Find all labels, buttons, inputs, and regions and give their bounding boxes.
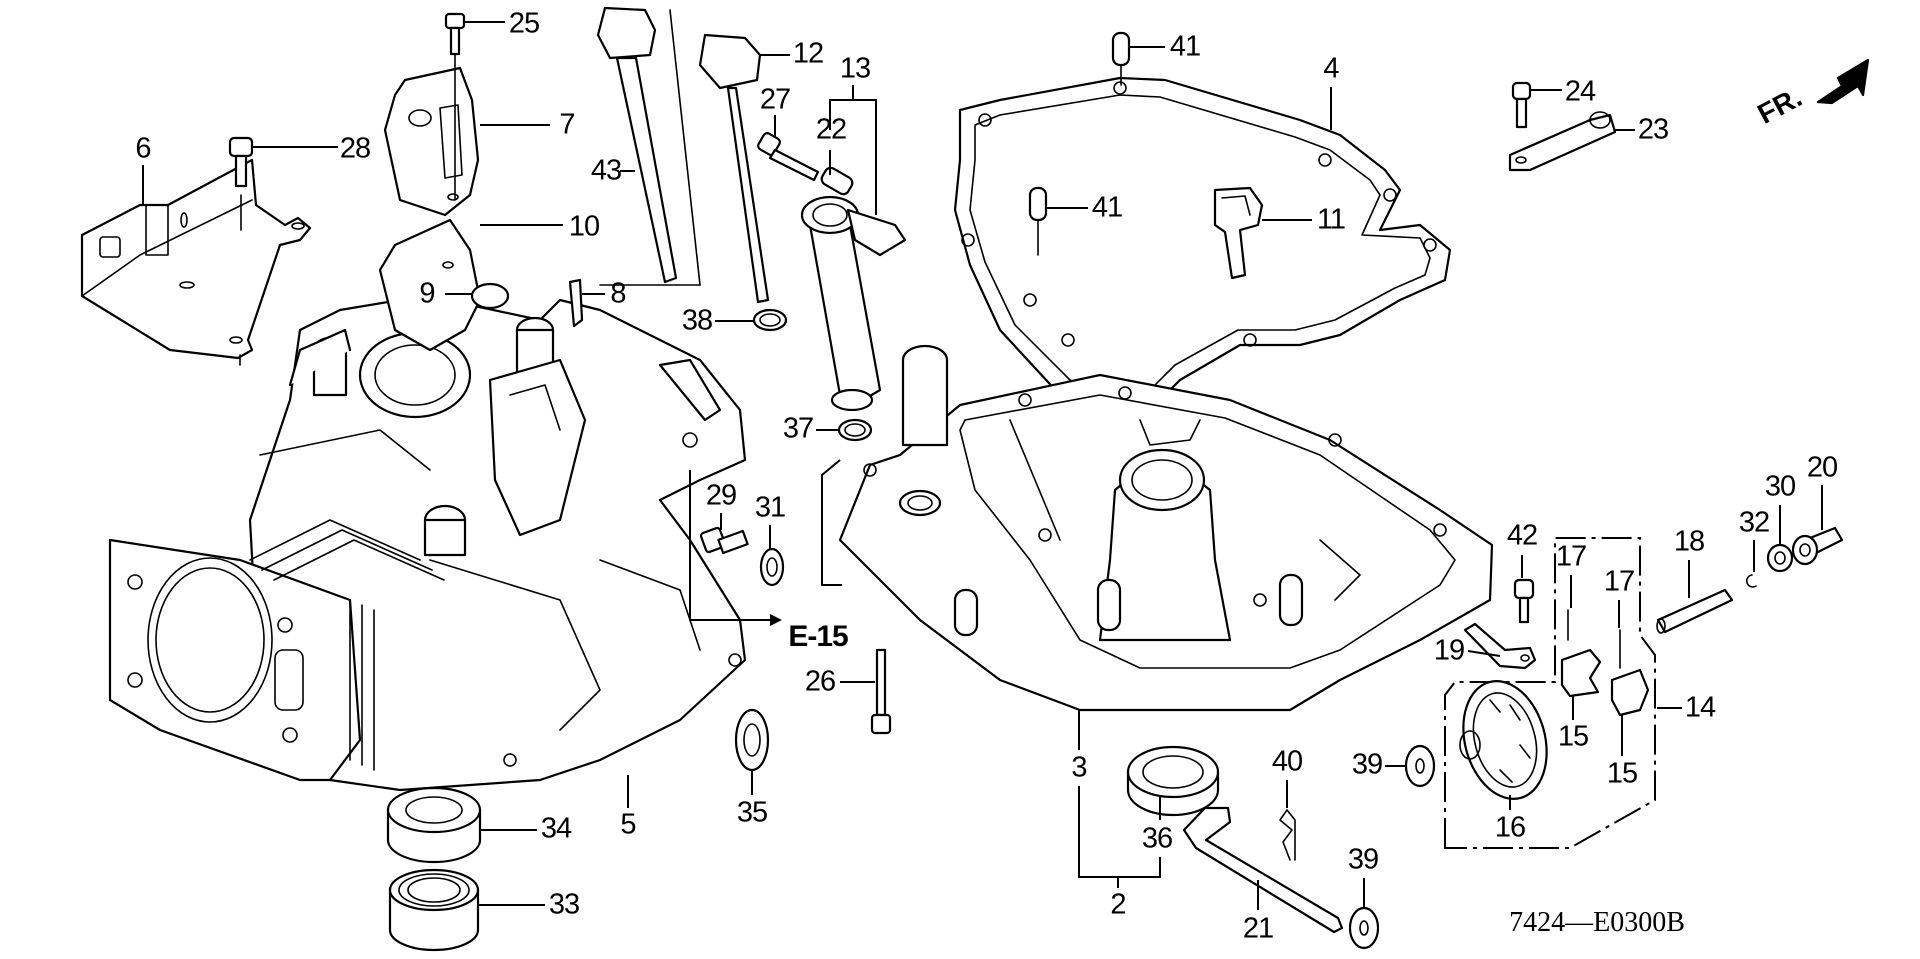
clip <box>568 278 584 328</box>
callout-5[interactable]: 5 <box>620 808 636 841</box>
drain-plug <box>699 526 749 555</box>
callout-12[interactable]: 12 <box>792 37 824 70</box>
callout-13[interactable]: 13 <box>839 52 871 85</box>
crankcase-cover <box>838 344 1494 712</box>
callout-32[interactable]: 32 <box>1738 506 1770 539</box>
callout-24[interactable]: 24 <box>1564 75 1596 108</box>
callout-29[interactable]: 29 <box>705 479 737 512</box>
lever <box>1508 111 1617 172</box>
callout-38[interactable]: 38 <box>681 304 713 337</box>
washer-39 <box>1404 744 1436 788</box>
washer-30 <box>1766 543 1794 573</box>
governor-arm-shaft <box>1182 806 1344 934</box>
callout-35[interactable]: 35 <box>736 796 768 829</box>
callout-15a[interactable]: 15 <box>1557 720 1589 753</box>
ball-bearing-33 <box>388 868 480 952</box>
callout-16[interactable]: 16 <box>1494 811 1526 844</box>
callout-15b[interactable]: 15 <box>1606 757 1638 790</box>
drain-washer <box>759 547 785 587</box>
governor-assembly <box>1444 537 1656 849</box>
callout-39a[interactable]: 39 <box>1351 748 1383 781</box>
callout-19[interactable]: 19 <box>1433 634 1465 667</box>
callout-37[interactable]: 37 <box>782 412 814 445</box>
bolt-28 <box>228 136 254 231</box>
callout-28[interactable]: 28 <box>339 132 371 165</box>
dowel-pin <box>1111 31 1131 67</box>
bearing-35 <box>734 708 770 772</box>
callout-23[interactable]: 23 <box>1637 113 1669 146</box>
crankcase-gasket <box>953 76 1452 427</box>
callout-14[interactable]: 14 <box>1684 691 1716 724</box>
callout-33[interactable]: 33 <box>548 888 580 921</box>
callout-34[interactable]: 34 <box>540 812 572 845</box>
flange-bolt-26 <box>870 648 892 735</box>
callout-18[interactable]: 18 <box>1673 525 1705 558</box>
dowel-pin <box>1028 186 1048 222</box>
callout-27[interactable]: 27 <box>759 83 791 116</box>
dipstick <box>596 6 701 286</box>
callout-42[interactable]: 42 <box>1506 519 1538 552</box>
callout-25[interactable]: 25 <box>508 7 540 40</box>
collar <box>820 166 854 196</box>
callout-3[interactable]: 3 <box>1071 751 1087 784</box>
pin-clip <box>1279 809 1296 861</box>
callout-22[interactable]: 22 <box>815 113 847 146</box>
oil-switch-bracket <box>1213 186 1264 280</box>
plug-cap <box>470 282 510 310</box>
callout-17b[interactable]: 17 <box>1603 565 1635 598</box>
front-arrow-icon <box>1816 58 1870 105</box>
diagram-code: 7424—E0300B <box>1509 907 1685 938</box>
oil-seal-34 <box>386 786 482 864</box>
callout-31[interactable]: 31 <box>754 491 786 524</box>
washer-39 <box>1348 906 1380 950</box>
callout-30[interactable]: 30 <box>1764 470 1796 503</box>
callout-10[interactable]: 10 <box>568 210 600 243</box>
callout-17a[interactable]: 17 <box>1555 540 1587 573</box>
callout-11[interactable]: 11 <box>1316 203 1346 236</box>
callout-26[interactable]: 26 <box>804 665 836 698</box>
callout-43[interactable]: 43 <box>590 154 622 187</box>
oil-filler-cap <box>698 33 770 304</box>
callout-39b[interactable]: 39 <box>1347 843 1379 876</box>
o-ring-37 <box>837 418 873 442</box>
callout-21[interactable]: 21 <box>1242 912 1274 945</box>
oil-filler-tube <box>800 195 907 412</box>
callout-20[interactable]: 20 <box>1806 451 1838 484</box>
callout-4[interactable]: 4 <box>1323 52 1339 85</box>
callout-36[interactable]: 36 <box>1141 822 1173 855</box>
governor-holder-shaft <box>1656 588 1734 634</box>
breather-cover <box>378 44 482 352</box>
callout-2[interactable]: 2 <box>1110 888 1126 921</box>
callout-6[interactable]: 6 <box>135 132 151 165</box>
bolt-27 <box>757 132 820 182</box>
callout-40[interactable]: 40 <box>1271 745 1303 778</box>
callout-8[interactable]: 8 <box>610 277 626 310</box>
cylinder-block <box>108 298 747 792</box>
oil-seal-36 <box>1126 745 1220 817</box>
bolt-25 <box>444 12 466 56</box>
callout-41a[interactable]: 41 <box>1169 30 1201 63</box>
clip-32 <box>1746 574 1757 588</box>
callout-7[interactable]: 7 <box>559 108 575 141</box>
leader-lines <box>142 21 1823 910</box>
callout-9[interactable]: 9 <box>419 277 435 310</box>
bolt-24 <box>1511 81 1532 129</box>
o-ring-38 <box>752 308 788 332</box>
reference-label[interactable]: E-15 <box>788 620 848 653</box>
governor-slider <box>1791 526 1844 566</box>
callout-41b[interactable]: 41 <box>1091 191 1123 224</box>
mounting-bracket <box>80 158 312 366</box>
